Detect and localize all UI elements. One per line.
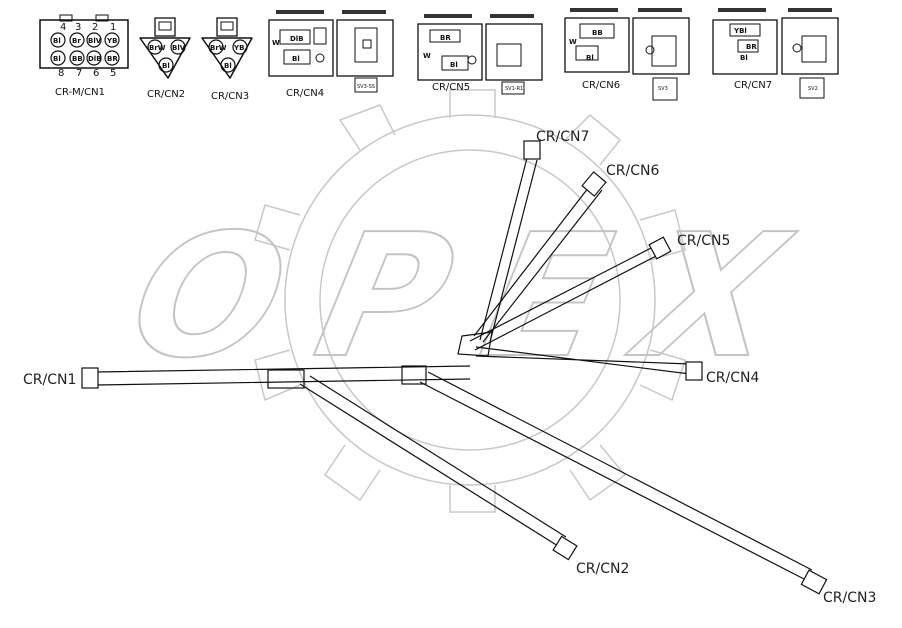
connector-caption: CR/CN2: [147, 89, 185, 100]
wire-code: Bl: [292, 55, 300, 63]
wire-code: DlB: [88, 55, 102, 63]
wire-code: W: [423, 52, 431, 60]
sub-label: SV1-R1: [505, 86, 523, 92]
connector-view-cn4: DlB Bl W SV3-SS CR/CN4: [268, 10, 394, 99]
wire-code: Bl: [53, 55, 61, 63]
pin-number: 2: [92, 22, 98, 33]
wire-code: BlV: [88, 37, 102, 45]
wire-code: W: [272, 39, 280, 47]
wire-code: BR: [107, 55, 118, 63]
connector-caption: CR-M/CN1: [55, 87, 105, 98]
harness-label-cn5: CR/CN5: [677, 233, 730, 249]
wire-code: Bl: [224, 62, 232, 70]
harness-label-cn6: CR/CN6: [606, 163, 659, 179]
wire-code: YB: [233, 44, 244, 52]
wire-code: Bl: [740, 54, 748, 62]
wire-code: Bl: [586, 54, 594, 62]
harness-label-cn7: CR/CN7: [536, 129, 589, 145]
connector-cn4: [685, 361, 703, 381]
connector-caption: CR/CN4: [286, 88, 324, 99]
wire-code: W: [569, 38, 577, 46]
wire-code: BB: [72, 55, 83, 63]
pin-number: 8: [58, 68, 64, 79]
wire-code: BB: [592, 29, 603, 37]
connector-cn7: [523, 140, 541, 160]
pin-number: 5: [110, 68, 116, 79]
harness-label-cn1: CR/CN1: [23, 372, 76, 388]
connector-caption: CR/CN7: [734, 80, 772, 91]
wire-code: YB: [106, 37, 117, 45]
connector-view-cn2: BrW BlV Bl CR/CN2: [139, 17, 191, 100]
wire-code: DlB: [290, 35, 304, 43]
watermark-gear: [254, 89, 686, 513]
connector-cn3: [800, 569, 828, 595]
harness-label-cn3: CR/CN3: [823, 590, 876, 606]
wire-code: Bl: [162, 62, 170, 70]
harness-label-cn2: CR/CN2: [576, 561, 629, 577]
wire-code: BrW: [210, 44, 227, 52]
harness-label-cn4: CR/CN4: [706, 370, 759, 386]
sub-label: SV2: [808, 86, 818, 92]
connector-cn1: [81, 367, 99, 389]
wire-code: BR: [746, 43, 757, 51]
connector-caption: CR/CN6: [582, 80, 620, 91]
connector-view-cn5: BR Bl W SV1-R1 CR/CN5: [417, 14, 543, 95]
pin-number: 1: [110, 22, 116, 33]
wire-code: BR: [440, 34, 451, 42]
connector-view-cn6: BB Bl W SV3 CR/CN6: [564, 8, 690, 101]
connector-caption: CR/CN3: [211, 91, 249, 102]
wire-code: Bl: [450, 61, 458, 69]
connector-view-cn7: YBl BR Bl SV2 CR/CN7: [712, 8, 839, 99]
connector-caption: CR/CN5: [432, 82, 470, 93]
pin-number: 7: [76, 68, 82, 79]
pin-number: 4: [60, 22, 66, 33]
wire-code: Bl: [53, 37, 61, 45]
wire-code: BlV: [172, 44, 186, 52]
pin-number: 3: [75, 22, 81, 33]
connector-view-cn1: 4 3 2 1 8 7 6 5 Bl Br BlV YB Bl BB DlB B…: [39, 14, 129, 98]
connector-view-cn3: BrW YB Bl CR/CN3: [201, 17, 253, 102]
harness: [95, 157, 813, 581]
connector-cn5: [648, 236, 672, 260]
connector-cn6: [581, 171, 607, 197]
wire-code: YBl: [733, 27, 747, 35]
wire-code: Br: [72, 37, 81, 45]
wire-code: BrW: [149, 44, 166, 52]
pin-number: 6: [93, 68, 99, 79]
sub-label: SV3: [658, 86, 668, 92]
sub-label: SV3-SS: [357, 84, 375, 90]
harness-connectors: [81, 140, 828, 595]
connector-cn2: [552, 535, 578, 561]
